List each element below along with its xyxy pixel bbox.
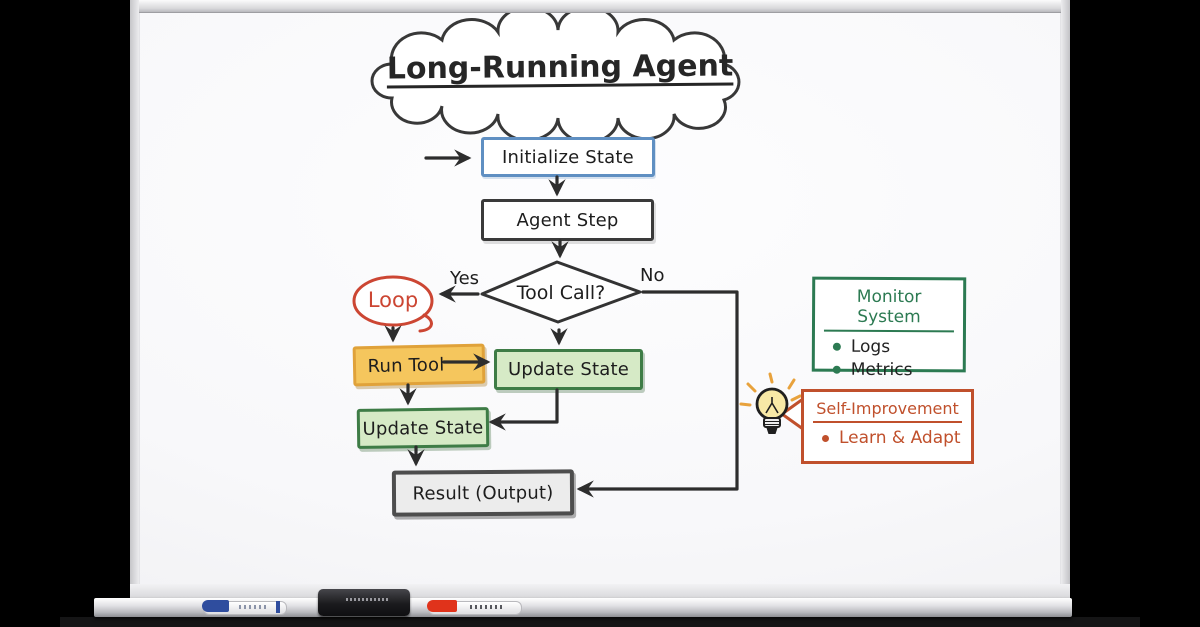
node-run-tool-label: Run Tool [367,353,445,377]
note-improvement-title: Self-Improvement [813,399,962,423]
diagram-title: Long-Running Agent [386,48,734,87]
node-update-state-right-label: Update State [508,359,629,380]
edge-label-no: No [640,265,665,286]
red-marker [427,600,522,615]
blue-marker-cap [202,600,229,612]
node-result-output: Result (Output) [391,469,575,517]
node-loop-label: Loop [367,288,419,312]
note-improvement-items: Learn & Adapt [804,428,971,448]
eraser-print [346,598,390,601]
red-marker-cap [427,600,457,612]
node-result-output-label: Result (Output) [412,482,554,504]
node-update-state-right: Update State [494,349,643,390]
node-agent-step: Agent Step [481,199,654,241]
edge-label-yes: Yes [450,268,480,289]
note-monitor-title: Monitor System [823,286,955,333]
node-tool-call-label: Tool Call? [516,282,606,304]
note-improvement-item-learn: Learn & Adapt [839,428,961,448]
blue-marker-print [239,605,269,609]
node-update-state-left: Update State [356,407,490,449]
node-initialize-state: Initialize State [481,137,655,177]
bullet-dot-icon [822,434,829,442]
bullet-dot-icon [832,342,841,351]
board-frame-top [130,0,1070,13]
list-item: Metrics [832,359,963,381]
bullet-dot-icon [832,365,841,374]
note-monitor-item-metrics: Metrics [850,359,913,381]
blue-marker [202,600,287,615]
node-run-tool: Run Tool [352,343,486,387]
list-item: Logs [832,336,963,358]
eraser [318,589,410,616]
node-update-state-left-label: Update State [362,416,484,440]
board-frame-right [1061,0,1070,600]
list-item: Learn & Adapt [822,428,971,448]
node-agent-step-label: Agent Step [516,209,619,231]
note-monitor-items: Logs Metrics [815,337,963,381]
node-initialize-state-label: Initialize State [502,146,634,168]
blue-marker-ring [276,601,280,613]
board-frame-left [130,0,139,600]
note-self-improvement: Self-Improvement Learn & Adapt [801,389,974,464]
board-frame-bottom [130,584,1070,599]
red-marker-print [470,605,504,609]
tray-shadow [60,617,1140,627]
note-monitor-item-logs: Logs [850,336,891,358]
note-monitor-system: Monitor System Logs Metrics [811,276,967,380]
